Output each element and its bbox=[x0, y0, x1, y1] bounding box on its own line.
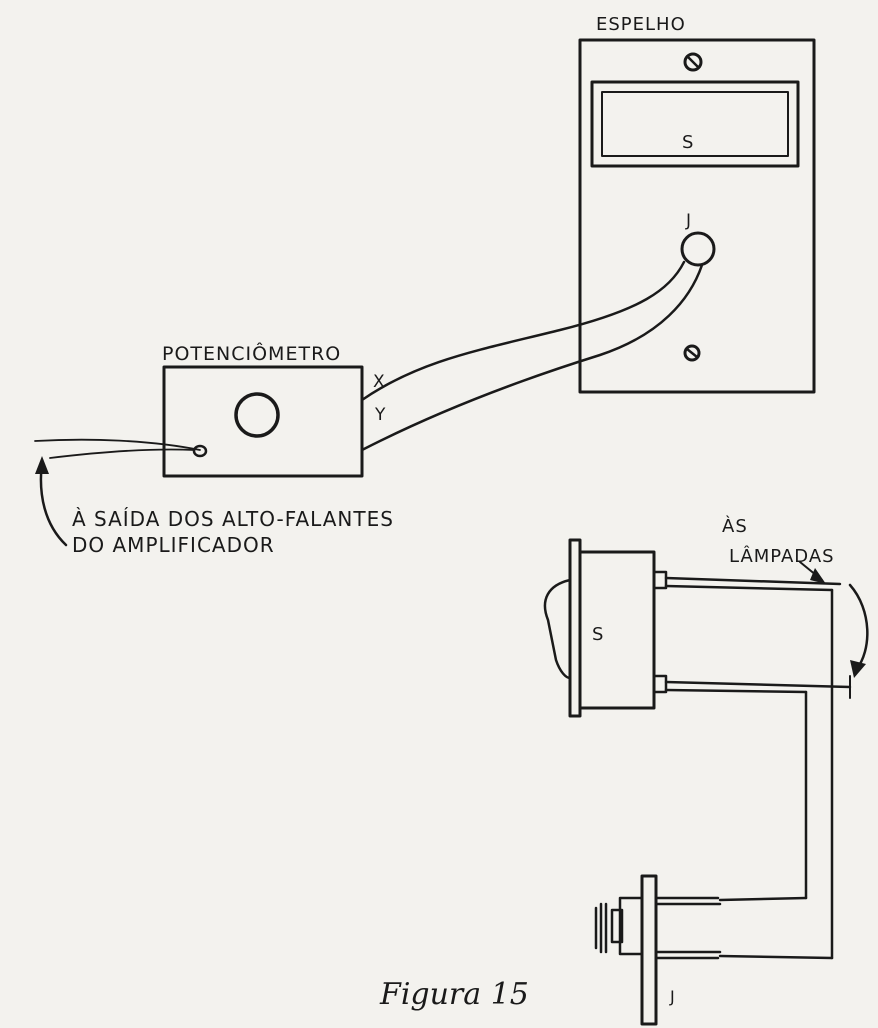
potentiometer-knob-icon bbox=[234, 392, 280, 438]
cable-to-jack bbox=[360, 260, 704, 452]
lamps-label-line1: ÀS bbox=[722, 515, 748, 537]
jack-side-view bbox=[594, 874, 834, 1026]
terminal-y-label: Y bbox=[374, 405, 386, 425]
potentiometer-terminal-icon bbox=[192, 444, 208, 458]
mirror-label: ESPELHO bbox=[596, 14, 686, 35]
lamps-arrow-icon bbox=[799, 561, 869, 678]
speaker-arrow-icon bbox=[35, 456, 68, 547]
bottom-screw-icon bbox=[683, 344, 701, 362]
potentiometer-box bbox=[162, 365, 364, 478]
switch-detail-label: S bbox=[592, 624, 604, 645]
jack-detail-label: J bbox=[669, 987, 676, 1006]
speaker-label-line1: À SAÍDA DOS ALTO-FALANTES bbox=[72, 507, 394, 531]
speaker-wires bbox=[34, 438, 201, 459]
top-screw-icon bbox=[683, 52, 703, 72]
jack-label: J bbox=[685, 211, 692, 231]
jack-socket-icon bbox=[680, 231, 716, 267]
mirror-plate bbox=[578, 38, 816, 394]
switch-window-label: S bbox=[682, 132, 694, 153]
speaker-label-line2: DO AMPLIFICADOR bbox=[72, 533, 275, 557]
potentiometer-label: POTENCIÔMETRO bbox=[162, 341, 341, 365]
lamps-label-line2: LÂMPADAS bbox=[729, 545, 835, 567]
terminal-x-label: X bbox=[373, 372, 386, 392]
figure-caption: Figura 15 bbox=[379, 977, 529, 1012]
switch-side-view bbox=[543, 538, 852, 960]
